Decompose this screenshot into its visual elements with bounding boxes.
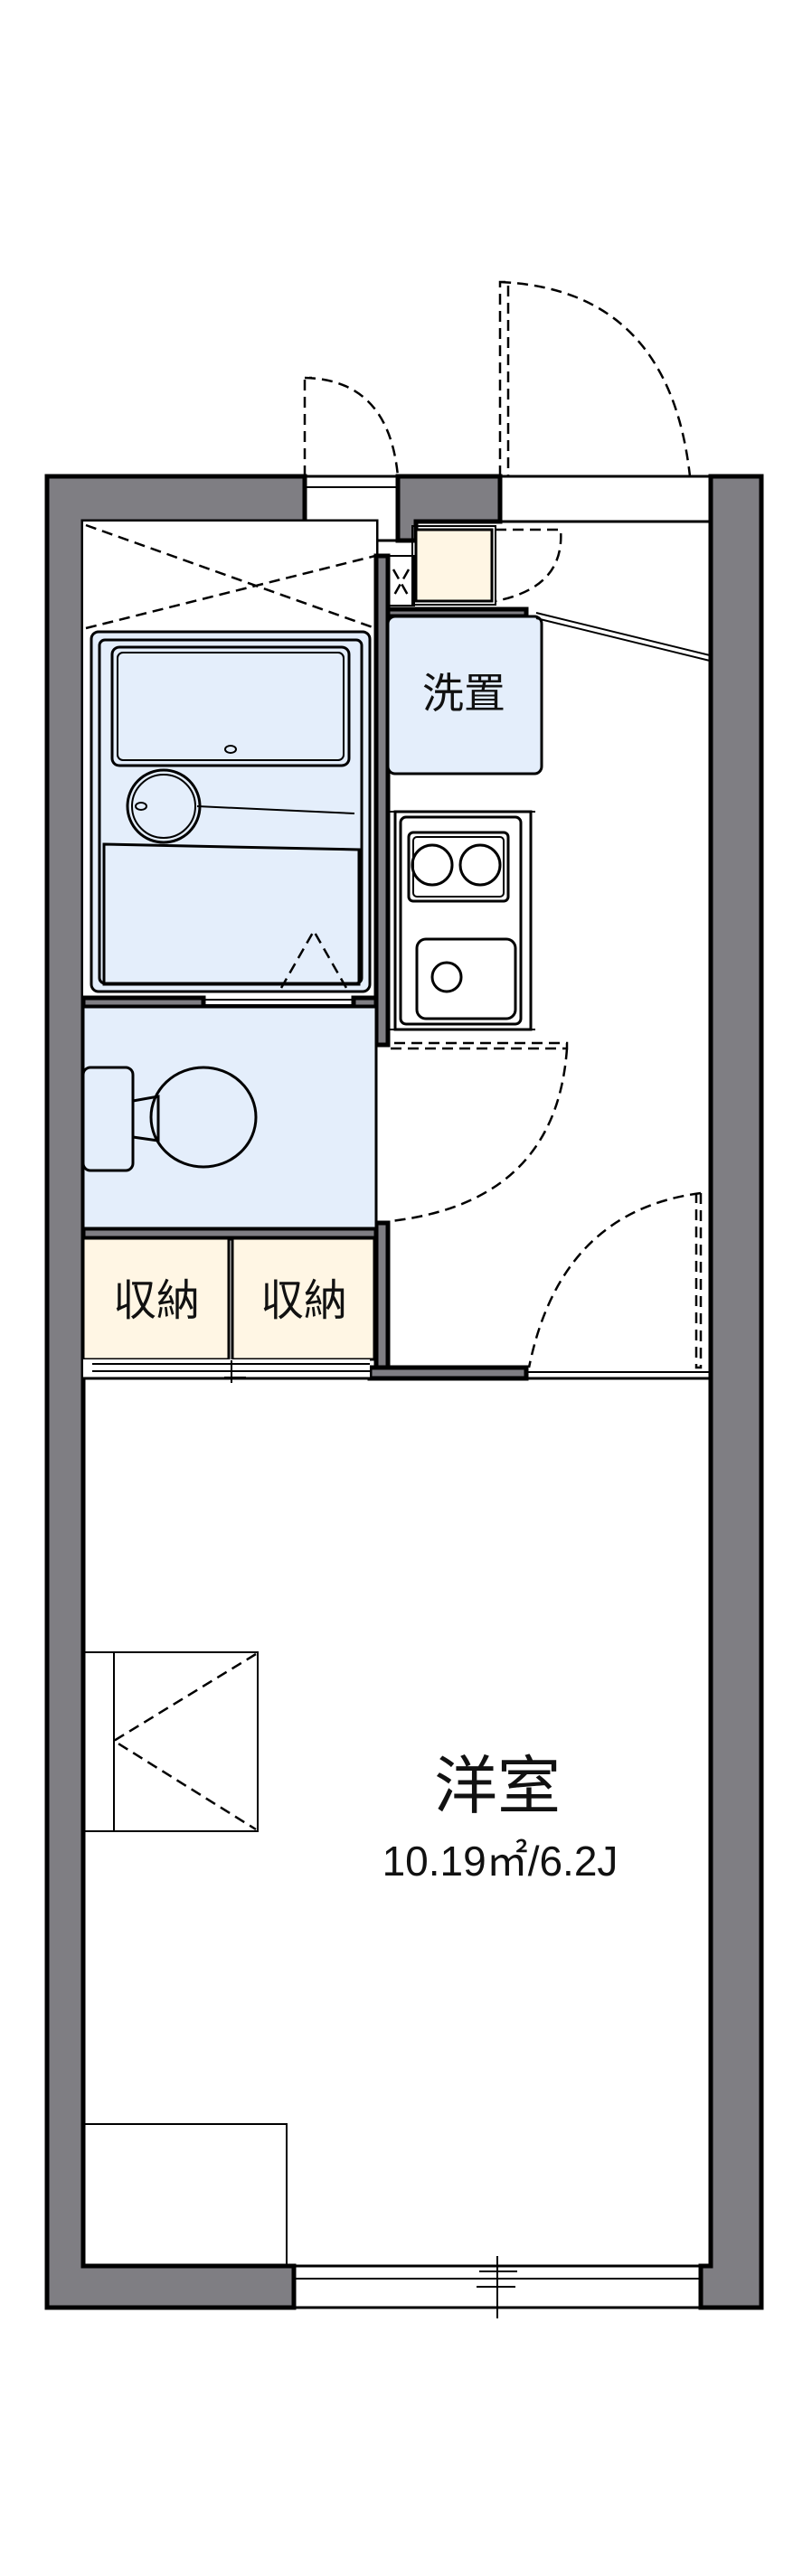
storage-1-label: 収納 — [113, 1275, 200, 1326]
western-room: 洋室 10.19㎡/6.2J — [82, 1377, 711, 2267]
bath-drain-icon — [224, 745, 237, 754]
room-door[interactable] — [527, 1191, 703, 1369]
toilet-bowl-icon — [149, 1066, 258, 1169]
storage-fixture — [82, 2123, 288, 2267]
toilet-room — [81, 1005, 378, 1230]
wash-basin-icon — [126, 768, 202, 844]
door-swing-small — [303, 376, 400, 477]
toilet-tank-icon — [81, 1066, 135, 1172]
western-room-label: 洋室 — [434, 1749, 561, 1823]
western-room-area: 10.19㎡/6.2J — [382, 1838, 618, 1885]
storage-1: 収納 — [81, 1236, 231, 1361]
stove-burner-icon — [411, 843, 454, 887]
kitchen-door[interactable] — [390, 1041, 569, 1223]
closet-fixture — [82, 1651, 259, 1832]
kitchen-counter — [389, 810, 535, 1031]
storage-2: 収納 — [231, 1236, 376, 1361]
storage-2-label: 収納 — [260, 1275, 347, 1326]
sink-icon — [415, 937, 517, 1020]
vent-icon — [392, 569, 411, 597]
stove-burner-icon — [458, 843, 502, 887]
washer-space-label: 洗置 — [422, 669, 505, 718]
bathroom — [83, 522, 376, 1001]
washer-space: 洗置 — [386, 525, 711, 776]
entrance-door[interactable] — [498, 280, 711, 523]
window-bottom[interactable] — [294, 2256, 701, 2318]
